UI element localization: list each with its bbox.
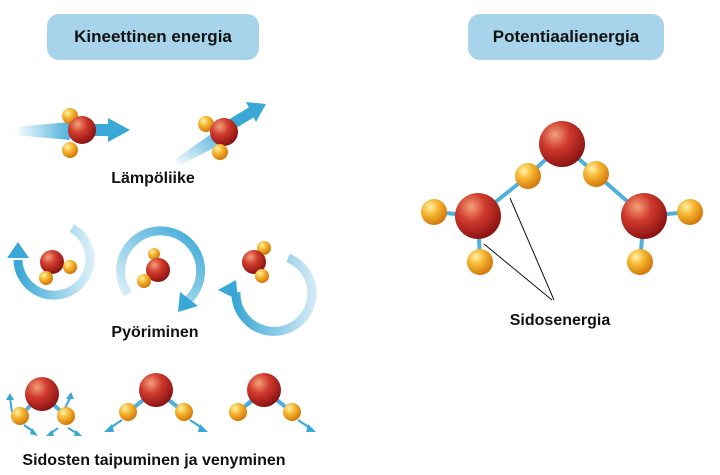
kinetic-energy-header: Kineettinen energia [47, 14, 259, 60]
vibration-arrow [9, 397, 13, 413]
hydrogen-atom [257, 241, 271, 255]
motion-trail [14, 122, 70, 140]
hydrogen-atom [212, 144, 228, 160]
rotation-ring [231, 253, 317, 336]
hydrogen-atom [255, 269, 269, 283]
hydrogen-atom [421, 199, 447, 225]
oxygen-atom [40, 250, 64, 274]
translation-caption: Lämpöliike [111, 170, 195, 187]
hydrogen-atom [467, 249, 493, 275]
hydrogen-atom [148, 248, 160, 260]
oxygen-atom [242, 250, 266, 274]
hydrogen-atom [63, 260, 77, 274]
hydrogen-atom [119, 403, 137, 421]
hydrogen-atom [137, 274, 151, 288]
rotation-molecule-middle [116, 226, 206, 312]
bond-energy-caption: Sidosenergia [509, 312, 611, 329]
translation-molecule-left [14, 108, 130, 158]
rotation-molecule-left [7, 224, 95, 300]
hydrogen-atom [229, 403, 247, 421]
vibration-molecule-left [6, 392, 82, 436]
rotation-arrow-head [7, 242, 29, 258]
oxygen-atom [247, 373, 281, 407]
motion-trail [174, 132, 222, 166]
oxygen-atom [455, 193, 501, 239]
hydrogen-atom [175, 403, 193, 421]
bonded-molecules [421, 121, 703, 301]
motion-arrow-head [246, 102, 266, 122]
pointer-line [509, 197, 555, 301]
motion-arrow-shaft [229, 107, 255, 129]
hydrogen-atom [627, 249, 653, 275]
hydrogen-atom [677, 199, 703, 225]
hydrogen-atom [515, 163, 541, 189]
oxygen-atom [146, 258, 170, 282]
translation-molecule-right [174, 102, 266, 166]
oxygen-atom [539, 121, 585, 167]
vibration-caption: Sidosten taipuminen ja venyminen [22, 452, 286, 469]
hydrogen-atom [39, 271, 53, 285]
rotation-arrow-head [218, 280, 238, 300]
oxygen-atom [139, 373, 173, 407]
rotation-ring [116, 226, 206, 304]
potential-energy-header: Potentiaalienergia [468, 14, 664, 60]
hydrogen-atom [583, 161, 609, 187]
rotation-caption: Pyöriminen [111, 324, 199, 341]
rotation-molecule-right [218, 241, 317, 336]
pointer-line [483, 243, 553, 301]
hydrogen-atom [11, 407, 29, 425]
rotation-ring [13, 224, 95, 300]
hydrogen-atom [57, 407, 75, 425]
hydrogen-atom [283, 403, 301, 421]
vibration-molecule-left-atoms [11, 377, 75, 425]
rotation-arrow-head [178, 292, 198, 312]
vibration-molecule-right [229, 373, 316, 432]
oxygen-atom [68, 116, 96, 144]
oxygen-atom [621, 193, 667, 239]
motion-arrow-head [108, 118, 130, 142]
oxygen-atom [210, 118, 238, 146]
hydrogen-atom [62, 142, 78, 158]
hydrogen-atom [198, 116, 214, 132]
vibration-molecule-middle [104, 373, 208, 432]
oxygen-atom [25, 377, 59, 411]
